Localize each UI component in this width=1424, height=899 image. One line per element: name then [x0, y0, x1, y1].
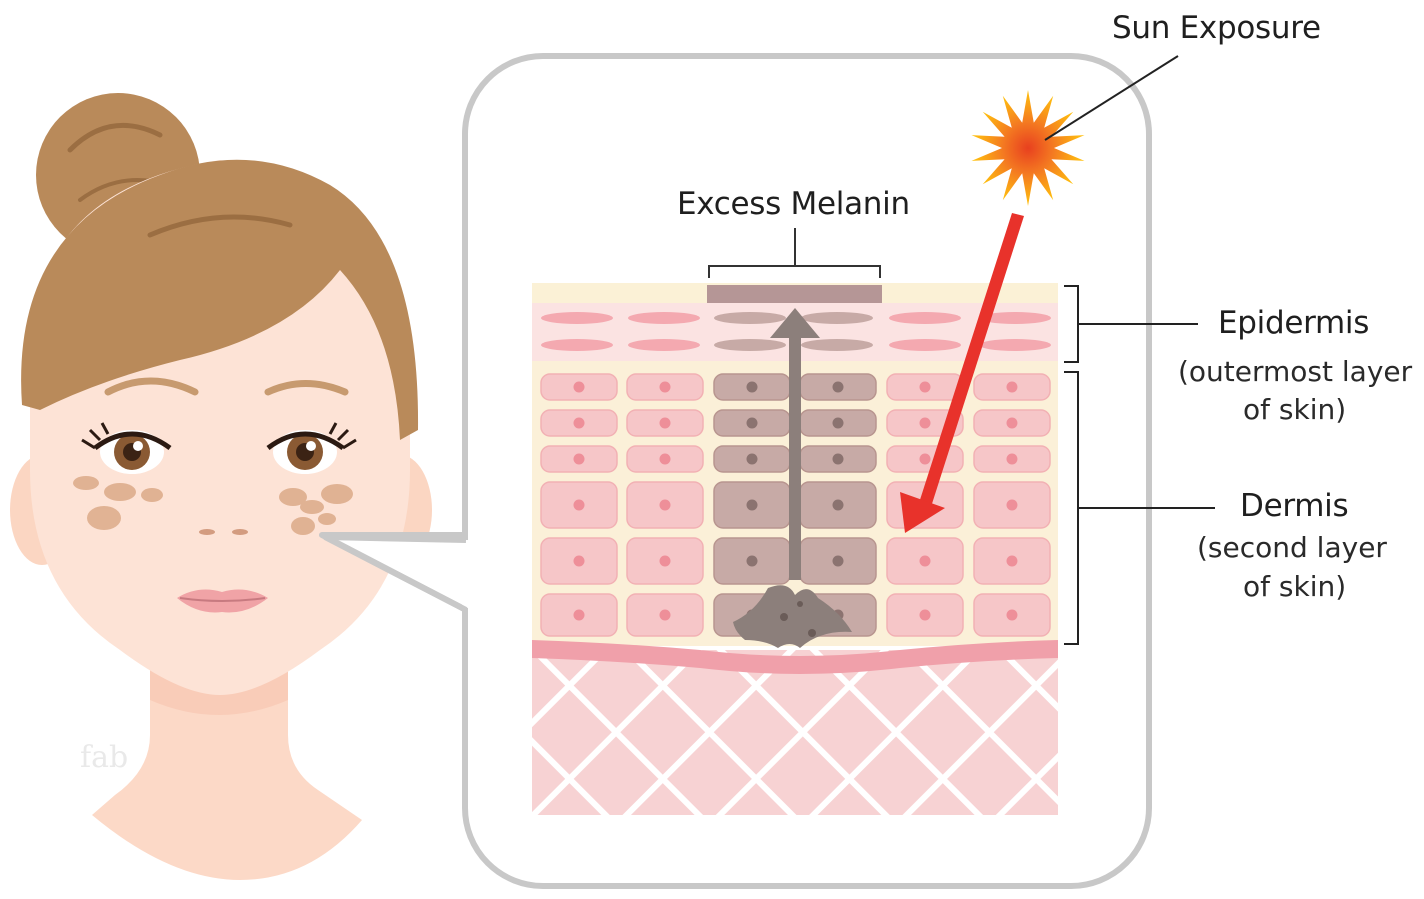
skin-cell	[627, 538, 703, 584]
skin-cell	[627, 446, 703, 472]
skin-cell	[541, 538, 617, 584]
epidermis-title: Epidermis	[1218, 305, 1369, 341]
flat-cell	[801, 312, 873, 324]
excess-melanin-label: Excess Melanin	[677, 186, 910, 222]
dermis-mesh	[532, 650, 1058, 820]
skin-cell	[714, 410, 790, 436]
skin-cell	[541, 374, 617, 400]
epidermis-desc-line2: of skin)	[1243, 393, 1346, 426]
flat-cell	[628, 312, 700, 324]
excess-melanin-bar	[707, 285, 882, 303]
flat-cell	[801, 339, 873, 351]
flat-cell	[714, 339, 786, 351]
skin-cell	[627, 482, 703, 528]
skin-cell	[974, 410, 1050, 436]
skin-cell	[887, 538, 963, 584]
skin-cell	[974, 446, 1050, 472]
skin-cell	[974, 594, 1050, 636]
skin-cell	[974, 482, 1050, 528]
skin-cell	[627, 410, 703, 436]
skin-cell	[974, 538, 1050, 584]
skin-cell	[800, 410, 876, 436]
flat-cell	[541, 339, 613, 351]
flat-cell	[541, 312, 613, 324]
skin-cell	[541, 594, 617, 636]
skin-cell	[714, 374, 790, 400]
flat-cell	[889, 312, 961, 324]
skin-cell	[887, 446, 963, 472]
flat-cell	[628, 339, 700, 351]
skin-cell	[800, 374, 876, 400]
skin-cell	[627, 374, 703, 400]
flat-cell	[979, 339, 1051, 351]
skin-cell	[800, 538, 876, 584]
flat-cell	[714, 312, 786, 324]
skin-cell	[714, 538, 790, 584]
skin-cell	[627, 594, 703, 636]
flat-cell	[889, 339, 961, 351]
nose-left	[199, 529, 215, 535]
nose-right	[232, 529, 248, 535]
dermis-desc-line2: of skin)	[1243, 570, 1346, 603]
face-illustration	[10, 93, 470, 880]
skin-cell	[887, 374, 963, 400]
dermis-title: Dermis	[1240, 488, 1348, 524]
watermark: fab	[80, 740, 128, 775]
skin-cell	[800, 482, 876, 528]
epidermis-desc-line1: (outermost layer	[1178, 355, 1412, 388]
skin-cell	[541, 482, 617, 528]
dermis-desc-line1: (second layer	[1197, 531, 1387, 564]
skin-cell	[887, 594, 963, 636]
skin-cell	[974, 374, 1050, 400]
skin-cell	[714, 482, 790, 528]
skin-cell	[541, 410, 617, 436]
skin-cell	[800, 446, 876, 472]
skin-cell	[714, 446, 790, 472]
skin-cell	[541, 446, 617, 472]
sun-exposure-label: Sun Exposure	[1112, 10, 1321, 46]
